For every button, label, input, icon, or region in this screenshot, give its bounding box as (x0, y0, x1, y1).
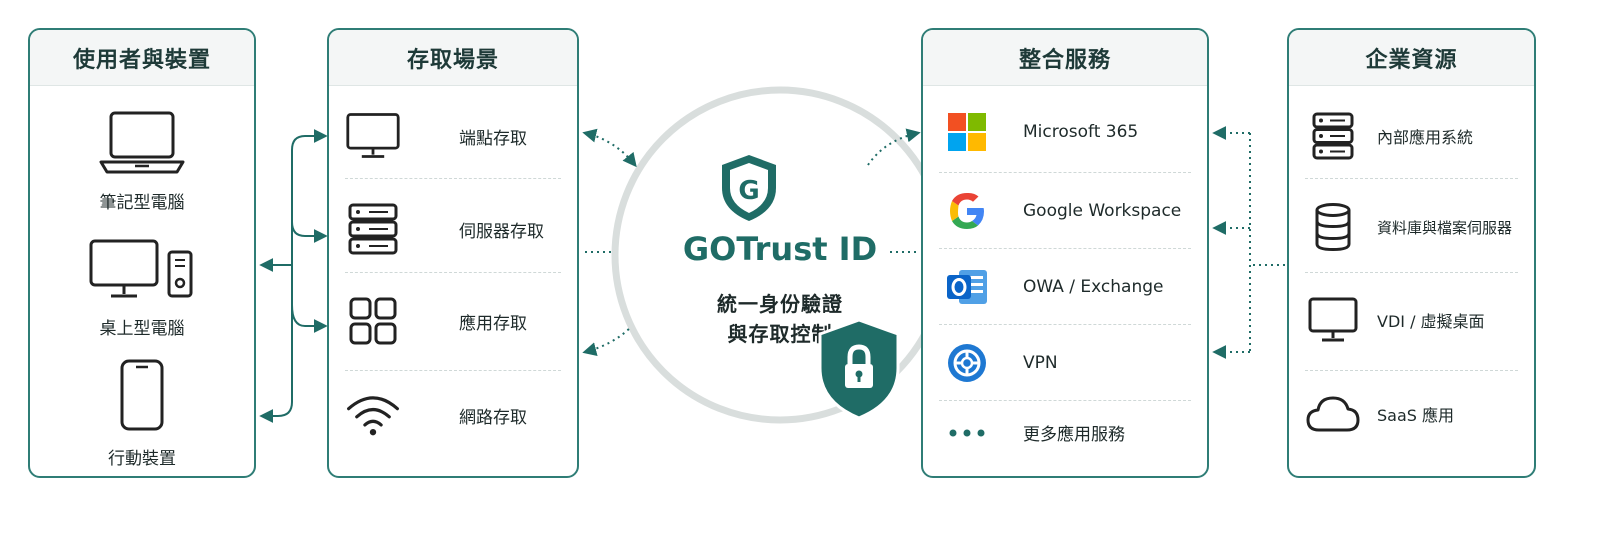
panel-title: 企業資源 (1289, 30, 1534, 86)
database-icon (1305, 202, 1361, 252)
access-label: 應用存取 (459, 313, 527, 334)
resource-label: SaaS 應用 (1377, 406, 1455, 425)
row-divider (939, 400, 1191, 401)
desktop-icon (87, 238, 197, 306)
access-item-endpoint: 端點存取 (345, 110, 561, 162)
center-subtitle-line2: 與存取控制 (727, 322, 833, 346)
server-icon (1305, 112, 1361, 160)
google-logo-icon (939, 190, 995, 232)
row-divider (939, 248, 1191, 249)
access-item-network: 網路存取 (345, 390, 561, 440)
access-label: 伺服器存取 (459, 221, 544, 242)
phone-icon (117, 358, 167, 436)
service-label: VPN (1023, 353, 1058, 373)
service-item-vpn[interactable]: VPN (939, 342, 1191, 384)
service-item-owa[interactable]: OWA / Exchange (939, 266, 1191, 308)
row-divider (345, 178, 561, 179)
logo-letter: G (738, 176, 759, 206)
service-item-google[interactable]: Google Workspace (939, 190, 1191, 232)
server-icon (345, 202, 401, 256)
enterprise-services-connector (1212, 126, 1285, 359)
row-divider (1305, 272, 1518, 273)
vpn-icon (939, 342, 995, 384)
service-item-m365[interactable]: Microsoft 365 (939, 112, 1191, 152)
access-center-connector (582, 128, 637, 356)
row-divider (1305, 178, 1518, 179)
cloud-icon (1305, 394, 1361, 434)
resource-item-database: 資料庫與檔案伺服器 (1305, 202, 1518, 252)
center-services-connector (867, 128, 921, 253)
row-divider (939, 324, 1191, 325)
monitor-icon (1305, 296, 1361, 344)
panel-title: 使用者與裝置 (30, 30, 254, 86)
panel-title: 存取場景 (329, 30, 577, 86)
gotrust-logo-icon: G (718, 152, 780, 228)
service-item-more[interactable]: 更多應用服務 (939, 420, 1191, 445)
outlook-logo-icon (939, 266, 995, 308)
device-label: 桌上型電腦 (99, 319, 185, 339)
panel-title: 整合服務 (923, 30, 1207, 86)
row-divider (1305, 370, 1518, 371)
center-subtitle-line1: 統一身份驗證 (717, 292, 843, 316)
access-item-app: 應用存取 (345, 296, 561, 346)
resource-item-vdi: VDI / 虛擬桌面 (1305, 296, 1518, 344)
access-item-server: 伺服器存取 (345, 202, 561, 256)
row-divider (345, 370, 561, 371)
users-devices-panel: 使用者與裝置 筆記型電腦 桌上型電腦 (28, 28, 256, 478)
product-name: GOTrust ID (682, 230, 878, 268)
device-label: 行動裝置 (108, 449, 176, 469)
service-label: Google Workspace (1023, 201, 1182, 221)
monitor-icon (345, 110, 401, 162)
apps-grid-icon (345, 296, 401, 346)
row-divider (345, 272, 561, 273)
resource-item-internal-apps: 內部應用系統 (1305, 112, 1518, 160)
device-desktop: 桌上型電腦 (30, 238, 254, 339)
device-mobile: 行動裝置 (30, 358, 254, 469)
lock-shield-icon (814, 316, 904, 426)
microsoft-logo-icon (939, 112, 995, 152)
enterprise-resources-panel: 企業資源 內部應用系統 資料庫與檔案伺服器 (1287, 28, 1536, 478)
resource-label: VDI / 虛擬桌面 (1377, 312, 1485, 331)
more-dots-icon (939, 428, 995, 438)
resource-item-saas: SaaS 應用 (1305, 394, 1518, 434)
access-label: 端點存取 (459, 128, 527, 149)
laptop-icon (97, 110, 187, 180)
service-label: OWA / Exchange (1023, 277, 1164, 297)
resource-label: 內部應用系統 (1377, 128, 1474, 147)
service-label: 更多應用服務 (1023, 425, 1125, 445)
resource-label: 資料庫與檔案伺服器 (1377, 218, 1513, 237)
access-label: 網路存取 (459, 407, 527, 428)
access-scenarios-panel: 存取場景 端點存取 伺服器存取 (327, 28, 579, 478)
integrated-services-panel: 整合服務 Microsoft 365 Google Workspace (921, 28, 1209, 478)
row-divider (939, 172, 1191, 173)
device-label: 筆記型電腦 (99, 193, 185, 213)
device-access-connector (259, 129, 328, 423)
service-label: Microsoft 365 (1023, 122, 1139, 142)
device-laptop: 筆記型電腦 (30, 110, 254, 213)
wifi-icon (345, 390, 401, 440)
